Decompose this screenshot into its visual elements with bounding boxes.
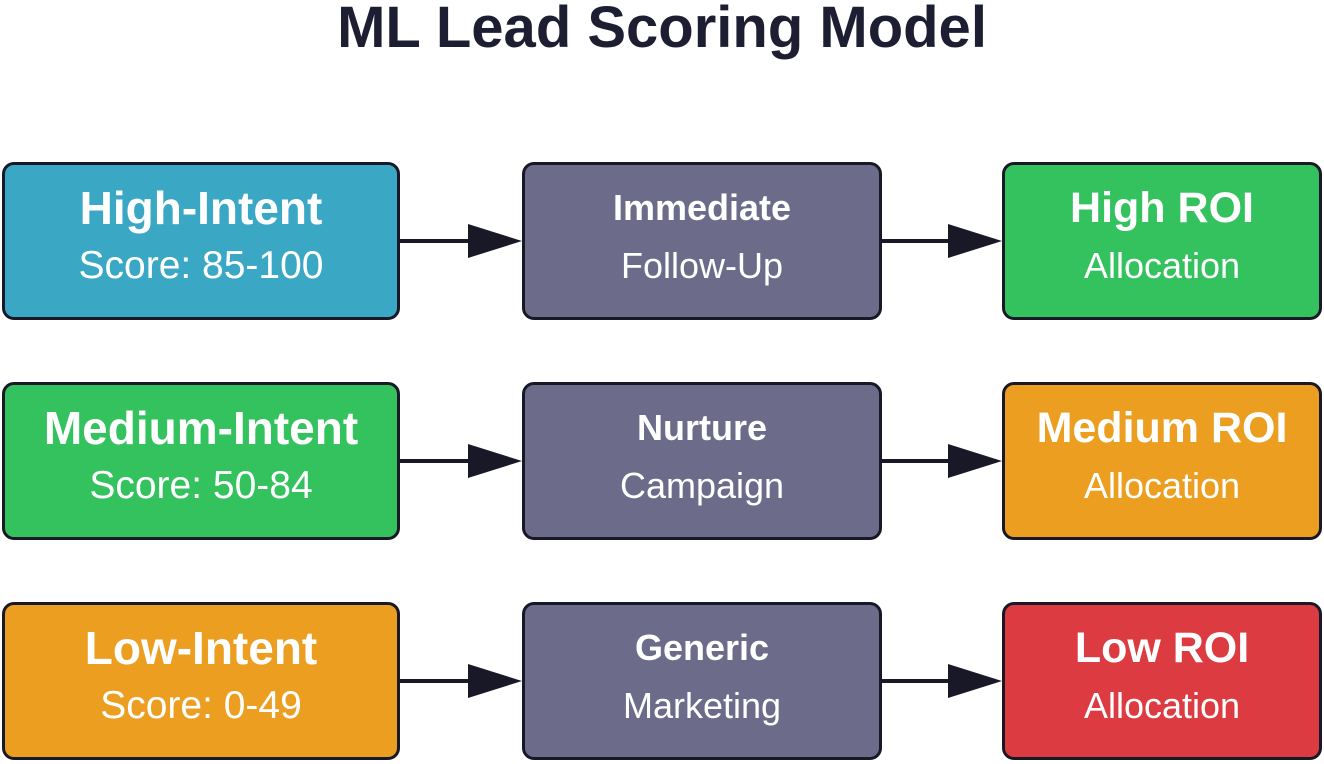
segment-name: Low-Intent <box>84 622 318 674</box>
roi-subtitle: Allocation <box>1083 245 1241 286</box>
diagram-title: ML Lead Scoring Model <box>337 0 987 60</box>
immediate-follow-up-box: Immediate Follow-Up <box>522 162 882 320</box>
action-subtitle: Follow-Up <box>620 245 784 286</box>
segment-score: Score: 85-100 <box>78 244 324 287</box>
segment-name: High-Intent <box>79 182 323 234</box>
arrowhead-2b <box>948 444 1002 478</box>
arrowhead-1b <box>948 224 1002 258</box>
low-roi-box: Low ROI Allocation <box>1002 602 1322 760</box>
roi-subtitle: Allocation <box>1083 465 1241 506</box>
arrowhead-3a <box>468 664 522 698</box>
arrowhead-2a <box>468 444 522 478</box>
segment-score: Score: 0-49 <box>100 684 302 727</box>
action-subtitle: Marketing <box>622 685 782 726</box>
nurture-campaign-box: Nurture Campaign <box>522 382 882 540</box>
roi-title: Low ROI <box>1074 624 1250 672</box>
medium-intent-segment-box: Medium-Intent Score: 50-84 <box>2 382 400 540</box>
roi-title: High ROI <box>1070 184 1254 232</box>
action-title: Generic <box>634 627 770 668</box>
high-intent-segment-box: High-Intent Score: 85-100 <box>2 162 400 320</box>
medium-roi-box: Medium ROI Allocation <box>1002 382 1322 540</box>
segment-score: Score: 50-84 <box>89 464 313 507</box>
roi-title: Medium ROI <box>1036 404 1288 452</box>
high-roi-box: High ROI Allocation <box>1002 162 1322 320</box>
low-intent-segment-box: Low-Intent Score: 0-49 <box>2 602 400 760</box>
generic-marketing-box: Generic Marketing <box>522 602 882 760</box>
arrowhead-1a <box>468 224 522 258</box>
action-title: Immediate <box>612 187 792 228</box>
arrowhead-3b <box>948 664 1002 698</box>
roi-subtitle: Allocation <box>1083 685 1241 726</box>
action-title: Nurture <box>636 407 767 448</box>
segment-name: Medium-Intent <box>43 402 359 454</box>
action-subtitle: Campaign <box>619 465 785 506</box>
